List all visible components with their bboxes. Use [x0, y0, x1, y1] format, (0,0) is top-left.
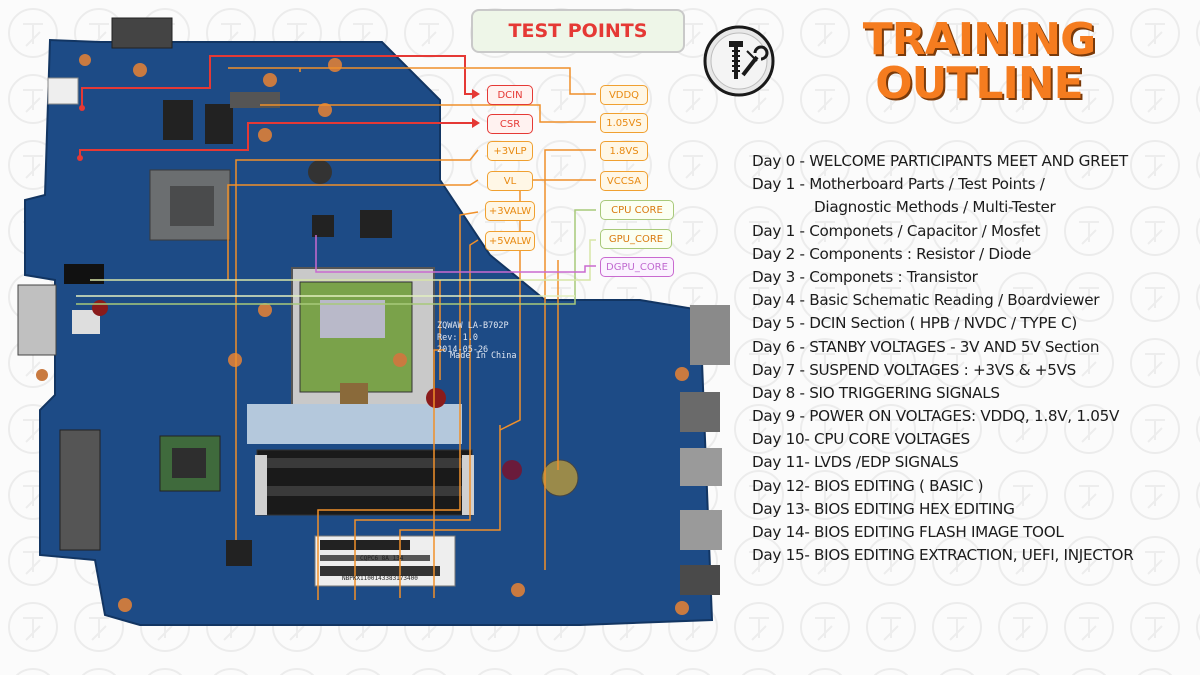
outline-item: Day 6 - STANBY VOLTAGES - 3V AND 5V Sect… — [752, 337, 1100, 356]
outline-item: Day 5 - DCIN Section ( HPB / NVDC / TYPE… — [752, 314, 1077, 333]
test-point-3valw: +3VALW — [485, 201, 535, 221]
test-point-dgpu-core: DGPU_CORE — [600, 257, 674, 277]
outline-item: Day 0 - WELCOME PARTICIPANTS MEET AND GR… — [752, 152, 1128, 170]
outline-item: Day 15- BIOS EDITING EXTRACTION, UEFI, I… — [752, 546, 1134, 565]
outline-item: Day 2 - Components : Resistor / Diode — [752, 244, 1032, 263]
test-point-cpu-core: CPU CORE — [600, 200, 674, 220]
outline-item: Day 8 - SIO TRIGGERING SIGNALS — [752, 383, 1000, 402]
board-made-in-text: Made In China — [450, 351, 517, 361]
board-rev-text: Rev: 1.0 — [437, 333, 478, 343]
tools-logo-icon — [703, 25, 775, 97]
test-point-1-05vs: 1.05VS — [600, 113, 648, 133]
test-point-csr: CSR — [487, 114, 533, 134]
test-point-vccsa: VCCSA — [600, 171, 648, 191]
outline-item: Day 3 - Componets : Transistor — [752, 267, 978, 286]
outline-item: Diagnostic Methods / Multi-Tester — [814, 198, 1056, 217]
outline-item: Day 11- LVDS /EDP SIGNALS — [752, 453, 959, 472]
board-date-text: 2014-05-26 — [437, 345, 488, 355]
outline-item: Day 9 - POWER ON VOLTAGES: VDDQ, 1.8V, 1… — [752, 407, 1120, 426]
test-points-title: TEST POINTS — [471, 9, 685, 53]
outline-item: Day 1 - Motherboard Parts / Test Points … — [752, 175, 1045, 194]
outline-item: Day 13- BIOS EDITING HEX EDITING — [752, 499, 1015, 518]
outline-item: Day 1 - Componets / Capacitor / Mosfet — [752, 221, 1041, 240]
outline-item: Day 4 - Basic Schematic Reading / Boardv… — [752, 291, 1100, 310]
sticker-code-a: CQPC6 8A 134 — [360, 555, 404, 562]
test-point-3vlp: +3VLP — [487, 141, 533, 161]
sticker-code-b: NBPKX1100143383173400 — [342, 575, 418, 582]
training-outline-title: TRAINING OUTLINE — [814, 18, 1144, 106]
test-point-5valw: +5VALW — [485, 231, 535, 251]
title-line-2: OUTLINE — [875, 58, 1083, 109]
test-point-vddq: VDDQ — [600, 85, 648, 105]
test-point-1-8vs: 1.8VS — [600, 141, 648, 161]
outline-item: Day 10- CPU CORE VOLTAGES — [752, 430, 970, 449]
outline-item: Day 7 - SUSPEND VOLTAGES : +3VS & +5VS — [752, 360, 1077, 379]
title-line-1: TRAINING — [862, 14, 1096, 65]
outline-item: Day 12- BIOS EDITING ( BASIC ) — [752, 476, 984, 495]
test-point-dcin: DCIN — [487, 85, 533, 105]
board-model-text: ZQWAW LA-B702P — [437, 321, 509, 331]
test-point-gpu-core: GPU_CORE — [600, 229, 672, 249]
test-point-vl: VL — [487, 171, 533, 191]
training-outline-list: Day 0 - WELCOME PARTICIPANTS MEET AND GR… — [752, 150, 1192, 567]
outline-item: Day 14- BIOS EDITING FLASH IMAGE TOOL — [752, 523, 1064, 541]
